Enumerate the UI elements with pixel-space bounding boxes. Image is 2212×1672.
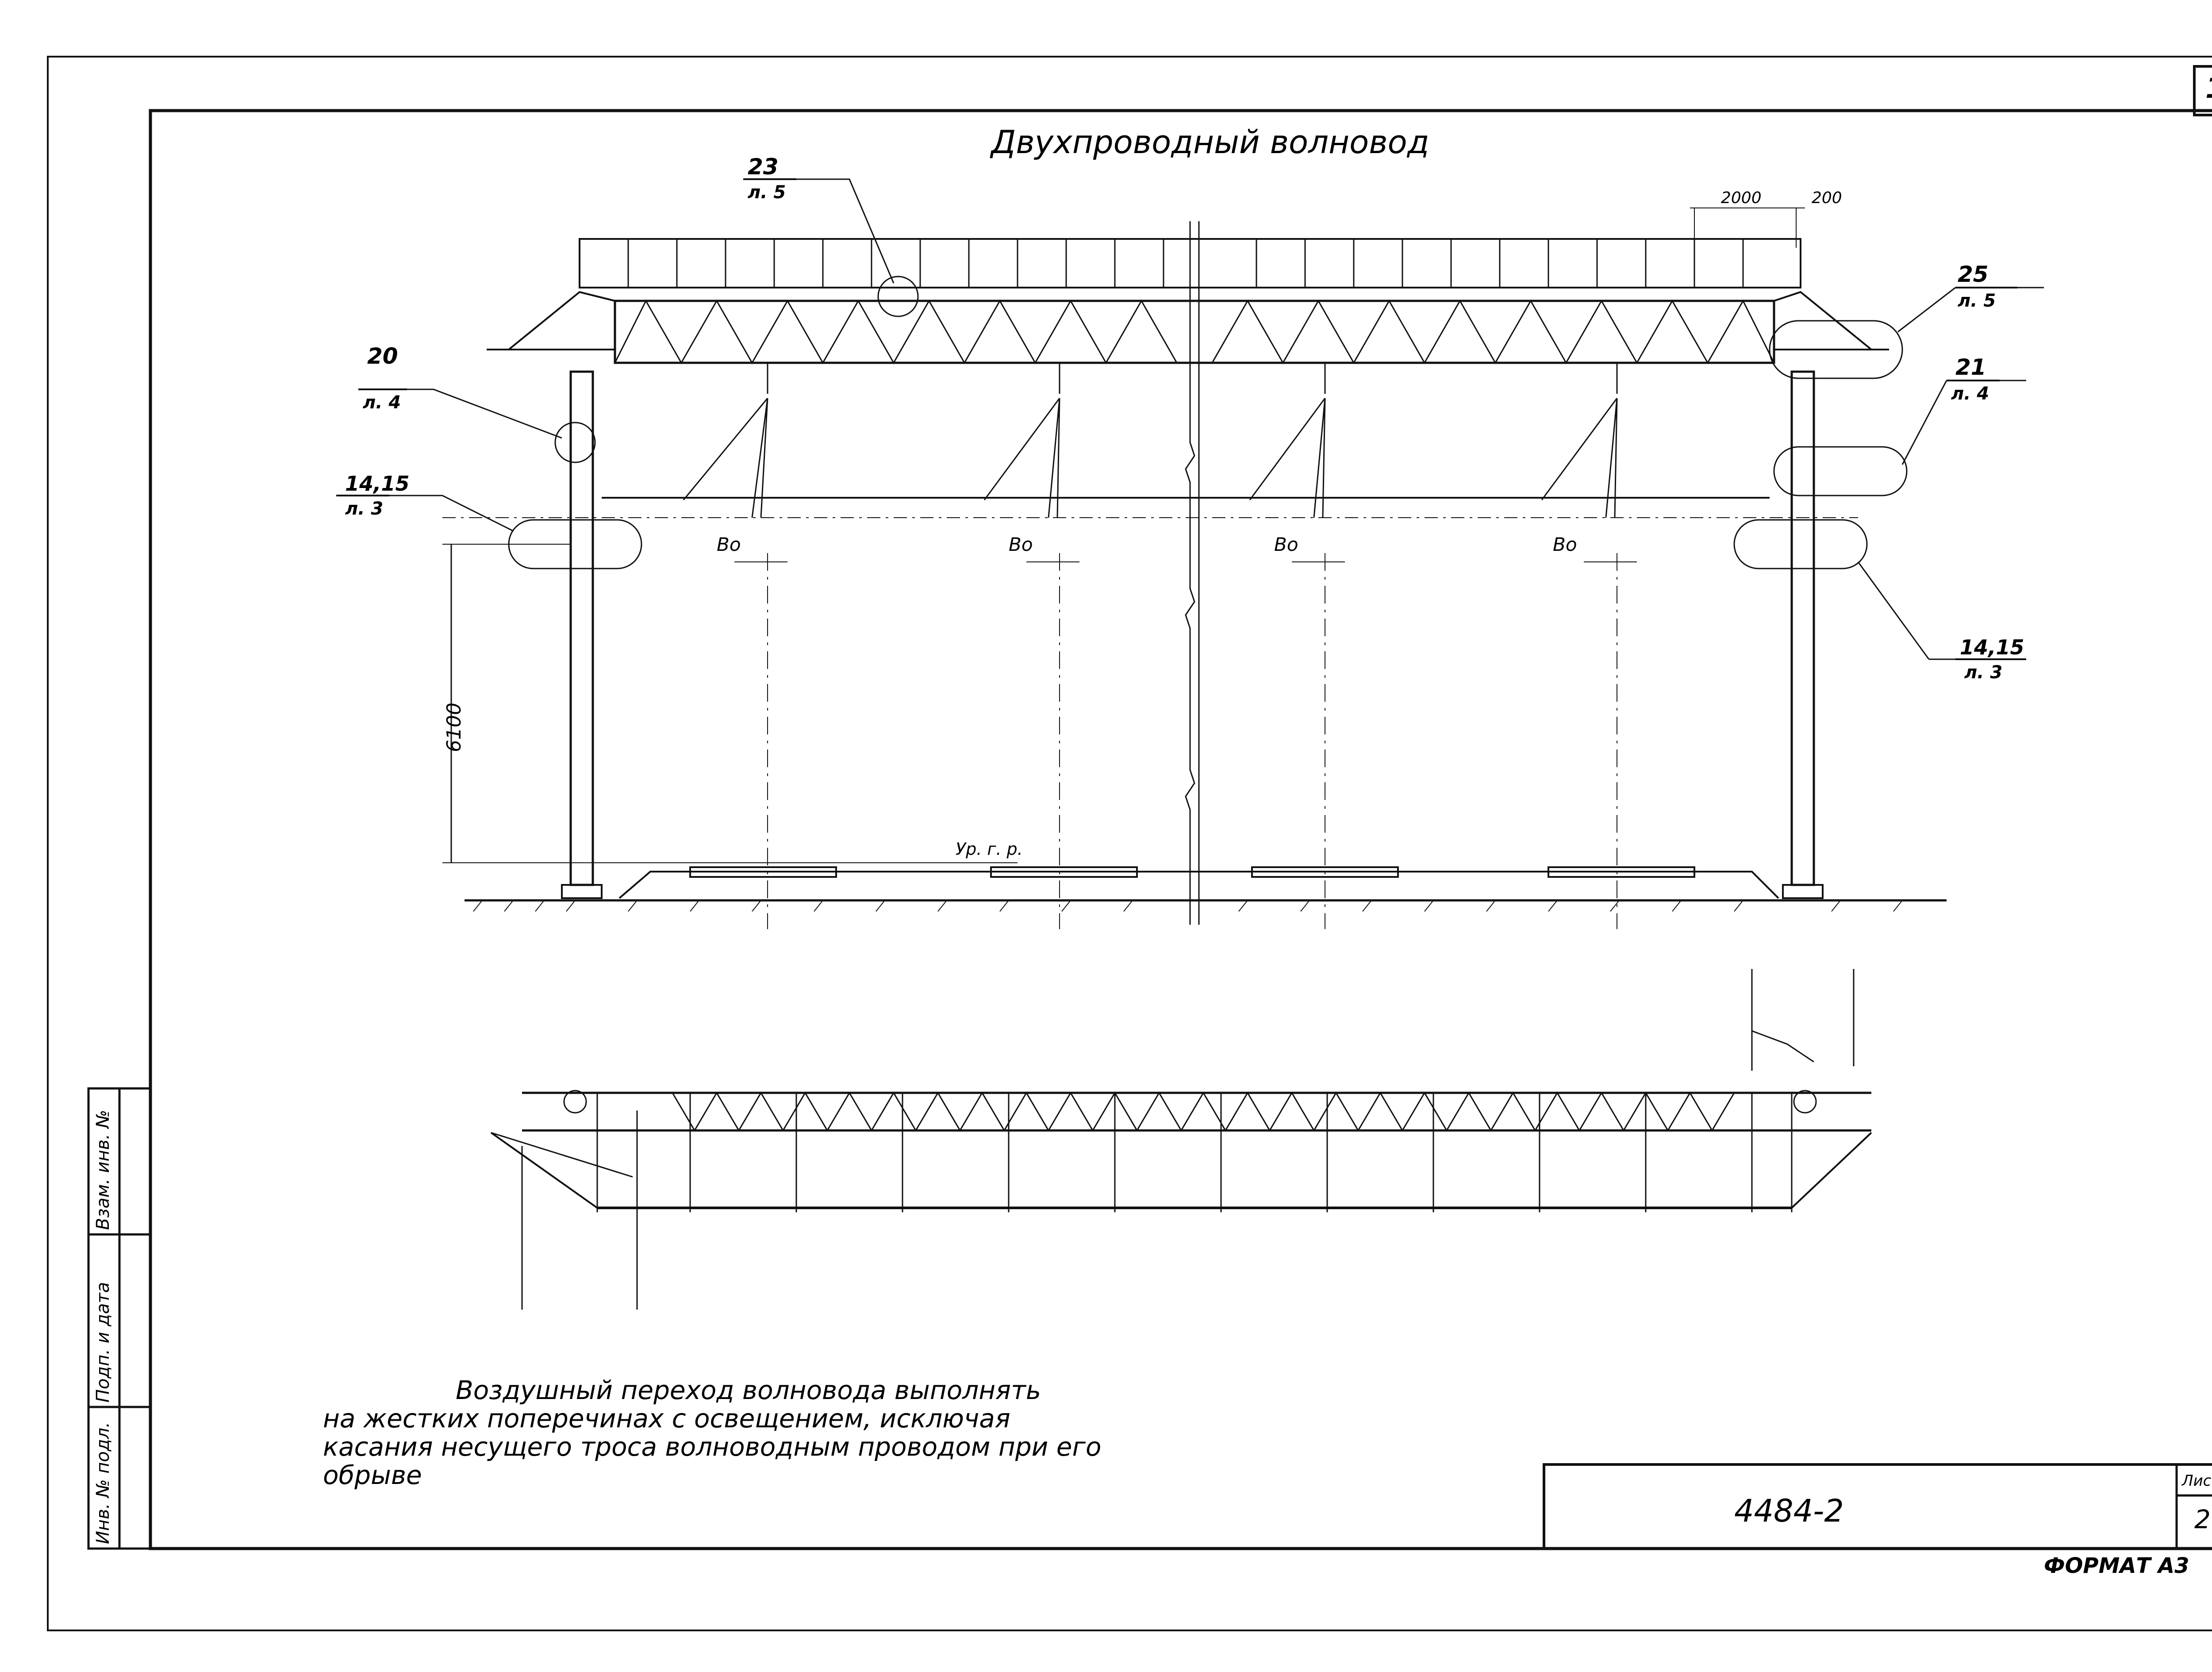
document-number: 4484-2 [1734,1493,1844,1529]
drawing-title: Двухпроводный волновод [991,123,1429,161]
elevation-view [336,178,2044,929]
dimension-height: 6100 [443,703,465,752]
callout-1415-right-sheet: л. 3 [1964,662,2003,683]
dimension-b0-1: Во [717,534,741,555]
dimension-b0-2: Во [1009,534,1033,555]
left-column [569,370,594,886]
note-line-4: обрыве [323,1460,422,1490]
right-column [1790,370,1815,886]
title-block [1543,1463,2212,1550]
sheet-number: 2 [2194,1504,2211,1534]
note-line-1: Воздушный переход волновода выполнять [456,1375,1041,1405]
plan-view [490,969,1872,1310]
callout-21-sheet: л. 4 [1951,384,1989,404]
callout-1415-left-sheet: л. 3 [345,499,384,519]
dimension-2000: 2000 [1721,189,1762,207]
page-number-box [2193,65,2212,116]
dimension-200: 200 [1812,189,1842,207]
dimension-b0-4: Во [1553,534,1577,555]
note-line-3: касания несущего троса волноводным прово… [323,1432,1102,1462]
callout-1415-right-num: 14,15 [1960,635,2024,659]
side-stamp-replace-inv: Взам. инв. № [93,1110,113,1230]
callout-20-num: 20 [367,343,398,369]
callout-21-num: 21 [1955,354,1986,380]
callout-23-sheet: л. 5 [748,182,786,203]
general-note: Воздушный переход волновода выполнять на… [323,1376,1340,1489]
note-line-2: на жестких поперечинах с освещением, иск… [323,1403,1010,1434]
callout-20-sheet: л. 4 [363,392,401,413]
callout-25-sheet: л. 5 [1958,291,1996,311]
side-stamp-sign-date: Подп. и дата [93,1282,113,1403]
outer-border [47,56,2212,1631]
callout-25-num: 25 [1958,261,1989,287]
callout-23-num: 23 [748,154,779,180]
page-number: 12 [2205,74,2212,103]
dimension-b0-3: Во [1274,534,1298,555]
side-stamp-inv-no: Инв. № подл. [93,1422,113,1544]
sheet-label: Лист [2182,1472,2212,1490]
drawing-frame [149,109,2212,1550]
paper-format: ФОРМАТ А3 [2044,1553,2189,1578]
callout-1415-left-num: 14,15 [345,472,410,496]
rail-level-label: Ур. г. р. [956,839,1023,859]
